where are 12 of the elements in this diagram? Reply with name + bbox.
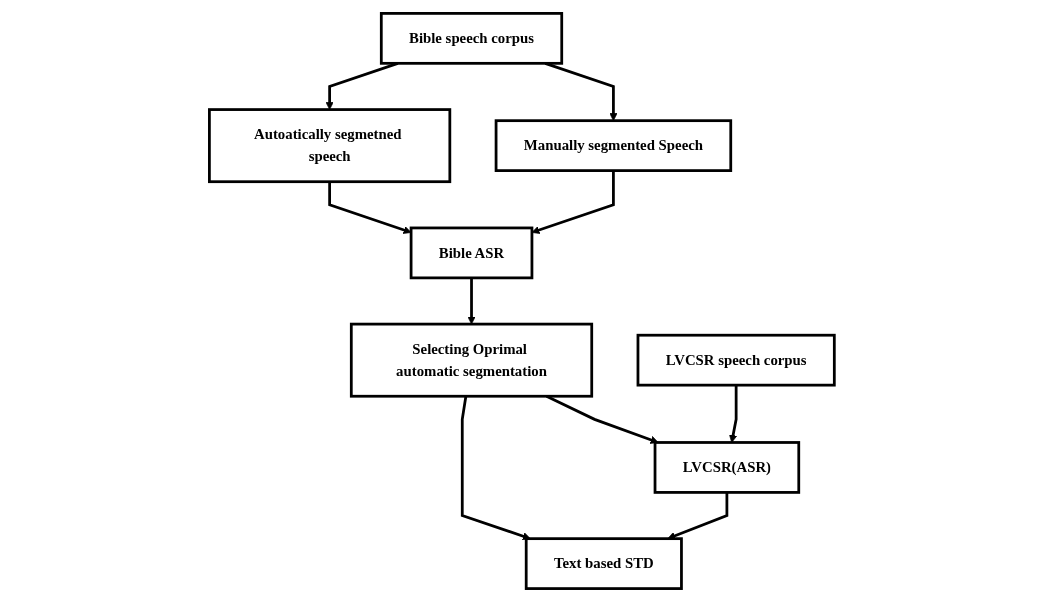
node-box: Selecting Oprimal automatic segmentation bbox=[350, 322, 594, 398]
node-box: Bible speech corpus bbox=[380, 12, 564, 65]
arrow bbox=[328, 181, 412, 234]
node-box: LVCSR speech corpus bbox=[636, 333, 836, 387]
node-box: Autoatically segmetned speech bbox=[208, 108, 452, 184]
arrow bbox=[729, 385, 738, 443]
node-box: Text based STD bbox=[524, 537, 683, 590]
node-box: Bible ASR bbox=[409, 226, 534, 280]
node-box: Manually segmented Speech bbox=[494, 119, 733, 172]
node-box: LVCSR(ASR) bbox=[653, 441, 801, 494]
arrow bbox=[461, 396, 531, 541]
arrow bbox=[467, 277, 476, 325]
